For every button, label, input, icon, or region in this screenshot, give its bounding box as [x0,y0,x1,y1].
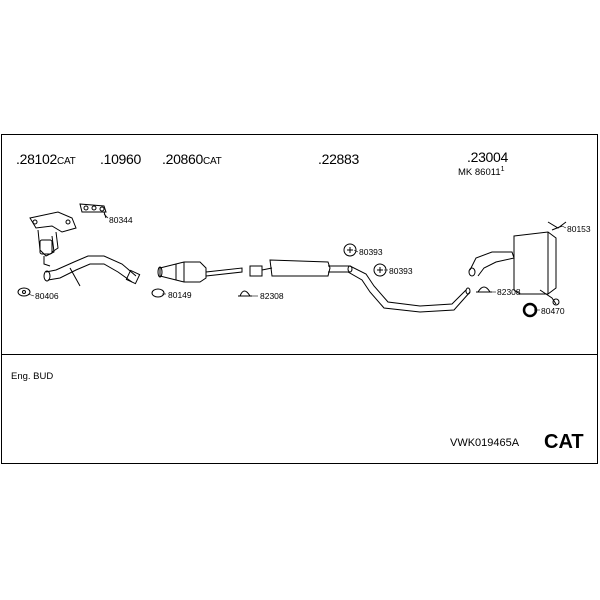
engine-note: Eng. BUD [11,371,54,382]
front-pipe-drawing [43,255,141,287]
label-80393-a: 80393 [359,247,383,257]
clamp-82308-right-drawing [476,286,492,293]
rubber-mount-80393-a-drawing [343,243,357,257]
hanger-80153-drawing [547,221,567,231]
cat-label: CAT [544,431,584,453]
label-80393-b: 80393 [389,266,413,276]
catalytic-converter-drawing [157,261,243,283]
label-82308-left: 82308 [260,291,284,301]
part-number-22883: .22883 [318,151,360,167]
part-number-28102: .28102CAT [16,151,76,167]
part-number-20860: .20860CAT [162,151,222,167]
gasket-80149-drawing [151,288,165,298]
mounting-kit-label: MK 860111 [458,166,505,179]
diagram-divider [1,354,598,355]
manifold-catalyst-drawing [29,211,77,267]
part-number-10960: .10960 [100,151,142,167]
label-82308-right: 82308 [497,287,521,297]
part-number-23004: .23004 [467,149,509,165]
label-80153: 80153 [567,224,591,234]
label-80149: 80149 [168,290,192,300]
label-80406: 80406 [35,291,59,301]
manifold-gasket-drawing [79,203,107,219]
gasket-ring-80406-drawing [17,287,31,297]
diagram-frame [1,134,598,464]
clamp-82308-left-drawing [238,290,252,297]
rear-silencer-drawing [468,231,560,306]
label-80344: 80344 [109,215,133,225]
system-code: VWK019465A [450,437,520,449]
middle-silencer-pipe-drawing [249,259,471,313]
label-80470: 80470 [541,306,565,316]
